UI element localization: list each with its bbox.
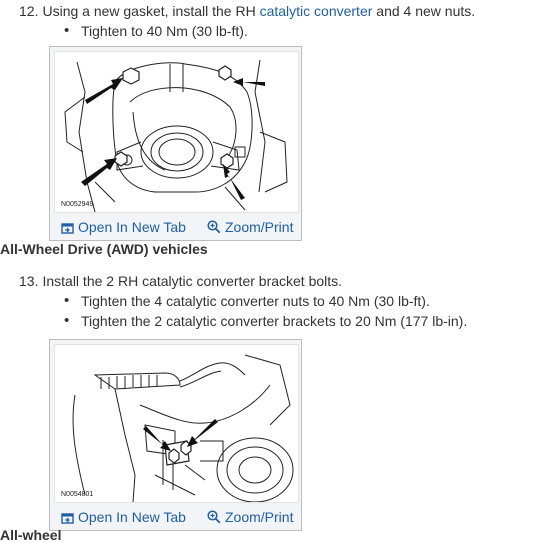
zoom-print-button[interactable]: Zoom/Print <box>207 509 293 525</box>
figure-1: N0052949 Open In New Tab Zoom/Print <box>49 46 302 241</box>
figure-1-code: N0052949 <box>61 201 94 208</box>
new-tab-icon <box>61 223 74 234</box>
new-tab-icon <box>61 513 74 524</box>
open-in-new-tab-button[interactable]: Open In New Tab <box>61 219 186 235</box>
step-text-end: and 4 new nuts. <box>372 3 476 19</box>
zoom-print-button[interactable]: Zoom/Print <box>207 219 293 235</box>
figure-1-image: N0052949 <box>54 51 299 213</box>
zoom-icon <box>207 510 221 524</box>
step-text: Install the 2 RH catalytic converter bra… <box>42 273 343 289</box>
catalytic-converter-link[interactable]: catalytic converter <box>259 3 373 19</box>
open-in-new-tab-button[interactable]: Open In New Tab <box>61 509 186 525</box>
step-13-bullet-1: Tighten the 4 catalytic converter nuts t… <box>64 292 430 309</box>
exhaust-manifold-illustration <box>64 59 288 212</box>
figure-2-toolbar: Open In New Tab Zoom/Print <box>50 503 301 530</box>
step-number: 12. <box>19 3 39 19</box>
zoom-icon <box>207 220 221 234</box>
step-12-bullet-1: Tighten to 40 Nm (30 lb-ft). <box>64 22 248 39</box>
step-13-bullet-2: Tighten the 2 catalytic converter bracke… <box>64 312 467 329</box>
next-section-heading: All-wheel <box>0 527 62 543</box>
figure-2: N0054801 Open In New Tab Zoom/Print <box>49 339 302 531</box>
figure-2-image: N0054801 <box>54 344 299 503</box>
step-13: 13.Install the 2 RH catalytic converter … <box>19 273 342 289</box>
catalytic-converter-bracket-illustration <box>72 354 294 502</box>
step-text: Using a new gasket, install the RH <box>42 3 260 19</box>
figure-1-toolbar: Open In New Tab Zoom/Print <box>50 213 301 240</box>
step-number: 13. <box>19 273 39 289</box>
section-heading-awd: All-Wheel Drive (AWD) vehicles <box>0 241 208 257</box>
step-12: 12.Using a new gasket, install the RH ca… <box>19 3 475 19</box>
figure-2-code: N0054801 <box>61 491 94 498</box>
